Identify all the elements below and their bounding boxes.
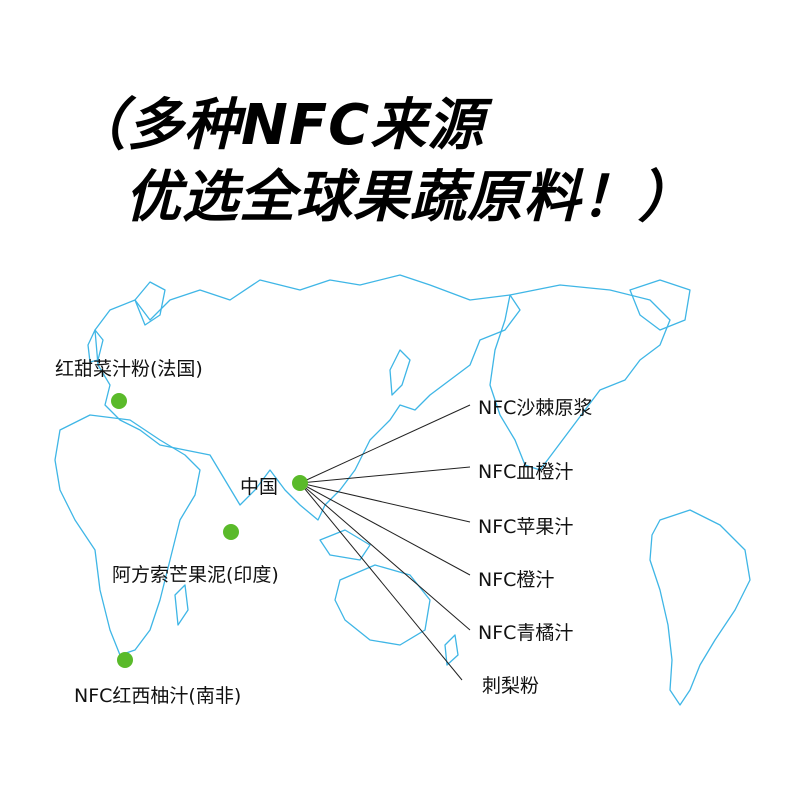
map-sea-islands <box>319 529 371 561</box>
label-france: 红甜菜汁粉(法国) <box>55 358 203 380</box>
label-product-1: NFC沙棘原浆 <box>478 397 593 419</box>
connector-line-1 <box>299 404 471 484</box>
connector-line-3 <box>299 482 471 523</box>
headline-line-1: （多种NFC来源 <box>70 93 485 158</box>
map-south-america <box>649 509 751 706</box>
label-product-3: NFC苹果汁 <box>478 516 574 538</box>
connector-line-4 <box>299 482 471 576</box>
marker-south-africa <box>117 652 133 668</box>
connector-line-6 <box>299 482 463 681</box>
marker-china <box>292 475 308 491</box>
marker-india <box>223 524 239 540</box>
map-australia <box>334 564 431 646</box>
map-north-america <box>489 284 671 471</box>
label-india: 阿方索芒果泥(印度) <box>112 564 279 586</box>
label-china: 中国 <box>240 476 279 498</box>
connector-line-5 <box>299 482 471 631</box>
map-eurasia <box>94 274 521 521</box>
map-scandinavia <box>134 281 166 326</box>
map-new-zealand <box>444 634 459 666</box>
map-japan <box>389 349 411 396</box>
map-madagascar <box>174 584 189 626</box>
connector-line-2 <box>299 466 471 484</box>
label-south-africa: NFC红西柚汁(南非) <box>74 685 242 707</box>
map-uk <box>87 329 104 363</box>
label-product-6: 刺梨粉 <box>482 675 540 697</box>
label-product-4: NFC橙汁 <box>478 569 555 591</box>
map-africa <box>54 414 201 656</box>
label-product-5: NFC青橘汁 <box>478 622 574 644</box>
label-product-2: NFC血橙汁 <box>478 461 574 483</box>
headline-line-2: 优选全球果蔬原料！） <box>125 165 695 230</box>
map-greenland <box>629 279 691 331</box>
marker-france <box>111 393 127 409</box>
